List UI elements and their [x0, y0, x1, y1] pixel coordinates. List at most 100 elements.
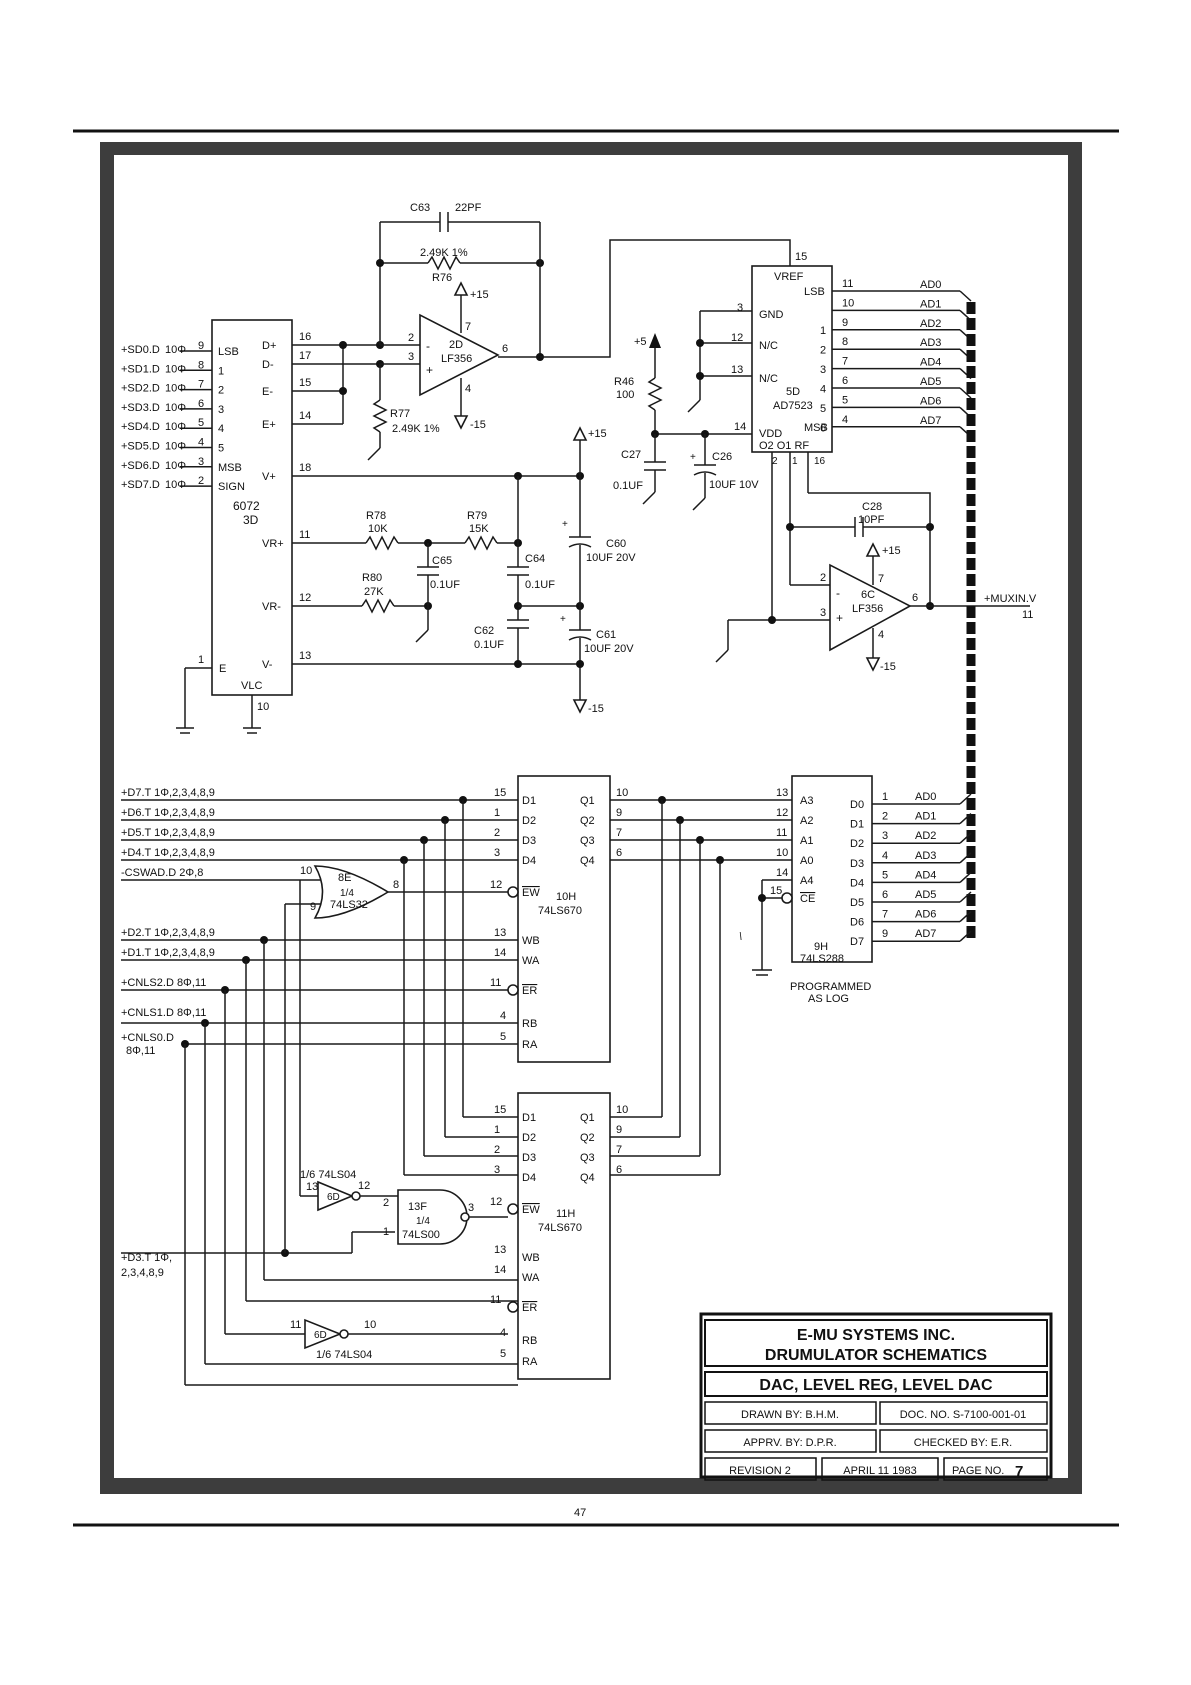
dac-6072-input-pin: 5 — [198, 417, 204, 429]
register-d-label: D4 — [522, 855, 536, 867]
gate-13f: 13F 1/4 74LS00 2 1 3 — [383, 1189, 508, 1245]
c26-plus: + — [690, 452, 696, 463]
muxin-label: +MUXIN.V — [984, 593, 1037, 605]
register-d-pin: 1 — [494, 807, 500, 819]
register-rb-label: RB — [522, 1335, 537, 1347]
prom-d-pin: 6 — [882, 889, 888, 901]
dac-ad7523-body — [751, 265, 833, 453]
c61-ref: C61 — [596, 629, 616, 641]
opamp-2d-body — [419, 313, 500, 397]
opamp-2d-pin-vn: 4 — [465, 383, 471, 395]
c60-value: 10UF 20V — [586, 552, 636, 564]
c65-ref: C65 — [432, 555, 452, 567]
c60-plus: + — [562, 519, 568, 530]
register-q-label: Q1 — [580, 1112, 595, 1124]
dac-6072-output-label: E- — [262, 386, 273, 398]
ad7523-bit-net: AD7 — [920, 415, 941, 427]
register-ra-label: RA — [522, 1039, 538, 1051]
c63-value: 22PF — [455, 202, 482, 214]
register-er-label: ER — [522, 985, 537, 997]
prom-d-net: AD3 — [915, 850, 936, 862]
inv-6d-b-label: 1/6 74LS04 — [316, 1349, 372, 1361]
ad7523-bit-label: LSB — [804, 286, 825, 298]
dac-6072-vlc-label: VLC — [241, 680, 262, 692]
left-signal-labels: +D7.T 1Φ,2,3,4,8,9 +D6.T 1Φ,2,3,4,8,9 +D… — [121, 787, 215, 1279]
register-body — [517, 775, 611, 1063]
dac-6072-input-signal: +SD6.D — [121, 460, 160, 472]
dac-6072-input-source: 10Φ — [165, 344, 186, 356]
c60-ref: C60 — [606, 538, 626, 550]
dac-6072-input-pin: 6 — [198, 398, 204, 410]
opamp-6c-vminus: -15 — [880, 661, 896, 673]
register-d-pin: 3 — [494, 847, 500, 859]
prom-d-net: AD0 — [915, 791, 936, 803]
page-number: 47 — [574, 1507, 586, 1519]
opamp-2d-vplus: +15 — [470, 289, 489, 301]
register-11h: 11H74LS67015D11D22D33D4Q110Q29Q37Q4612EW… — [490, 1092, 628, 1380]
dac-6072-input-label: 5 — [218, 443, 224, 455]
register-q-label: Q3 — [580, 1152, 595, 1164]
register-part: 74LS670 — [538, 905, 582, 917]
tb-sheet-title: DAC, LEVEL REG, LEVEL DAC — [759, 1377, 993, 1394]
dac-6072-input-pin: 8 — [198, 359, 204, 371]
register-d-pin: 1 — [494, 1124, 500, 1136]
gate-8e-out: 8 — [393, 879, 399, 891]
c26-value: 10UF 10V — [709, 479, 759, 491]
tb-doc-no: DOC. NO. S-7100-001-01 — [900, 1409, 1027, 1421]
tb-approved-by: APPRV. BY: D.P.R. — [743, 1437, 836, 1449]
register-q-pin: 6 — [616, 1164, 622, 1176]
dac-6072-e-pin: 1 — [198, 654, 204, 666]
dac-ad7523: VREF 15 GND 3 N/C 12 N/C 13 5D AD7523 VD… — [687, 251, 972, 620]
prom-9h-ref: 9H — [814, 941, 828, 953]
dac-6072-input-signal: +SD1.D — [121, 363, 160, 375]
dac-6072-input-label: 2 — [218, 385, 224, 397]
ad7523-bit-pin: 9 — [842, 317, 848, 329]
gate-8e-in2: 9 — [310, 901, 316, 913]
register-q-pin: 9 — [616, 1124, 622, 1136]
register-d-pin: 15 — [494, 787, 506, 799]
opamp-6c-ref: 6C — [861, 589, 875, 601]
c27-ref: C27 — [621, 449, 641, 461]
r78-value: 10K — [368, 523, 388, 535]
dac-6072-input-label: MSB — [218, 462, 242, 474]
dac-6072-input-label: 1 — [218, 365, 224, 377]
r46-value: 100 — [616, 389, 634, 401]
ad7523-rf-pin: 16 — [814, 456, 826, 467]
dac-6072-input-source: 10Φ — [165, 402, 186, 414]
ad7523-bit-net: AD2 — [920, 318, 941, 330]
register-ra-pin: 5 — [500, 1348, 506, 1360]
register-ew-label: EW — [522, 1204, 540, 1216]
opamp-6c-body — [829, 563, 912, 652]
ad7523-ref: 5D — [786, 386, 800, 398]
opamp-2d-pin-inv: 2 — [408, 332, 414, 344]
gate-13f-in1: 2 — [383, 1197, 389, 1209]
ad7523-bit-net: AD5 — [920, 376, 941, 388]
opamp-6c-pin-noninv: 3 — [820, 607, 826, 619]
ad7523-bit-net: AD0 — [920, 279, 941, 291]
register-input-wires — [121, 796, 518, 1386]
dac-6072-input-label: SIGN — [218, 481, 245, 493]
reference-network: +15 R78 10K R79 15K R80 27K C65 0.1UF C6… — [292, 426, 636, 715]
gate-8e-part: 74LS32 — [330, 899, 368, 911]
sig-cnls1: +CNLS1.D 8Φ,11 — [121, 1007, 206, 1019]
gate-13f-frac: 1/4 — [416, 1216, 430, 1227]
opamp-6c-pin-inv: 2 — [820, 572, 826, 584]
ad7523-o1-pin: 1 — [792, 456, 798, 467]
tb-revision: REVISION 2 — [729, 1465, 791, 1477]
inv-6d-b-ref: 6D — [314, 1330, 327, 1341]
register-q-label: Q1 — [580, 795, 595, 807]
inv-6d-a-ref: 6D — [327, 1192, 340, 1203]
r77-value: 2.49K 1% — [392, 423, 440, 435]
dac-6072-part: 6072 — [233, 499, 260, 513]
r80-value: 27K — [364, 586, 384, 598]
prom-d-pin: 1 — [882, 791, 888, 803]
inverter-6d-a: 1/6 74LS04 6D 13 12 — [300, 1169, 398, 1212]
register-ew-pin: 12 — [490, 879, 502, 891]
ad7523-bit-pin: 5 — [842, 394, 848, 406]
opamp-6c-pin-out: 6 — [912, 592, 918, 604]
inverter-6d-b: 6D 11 10 1/6 74LS04 — [290, 1318, 508, 1361]
ad7523-inner-pin: 3 — [820, 364, 826, 376]
